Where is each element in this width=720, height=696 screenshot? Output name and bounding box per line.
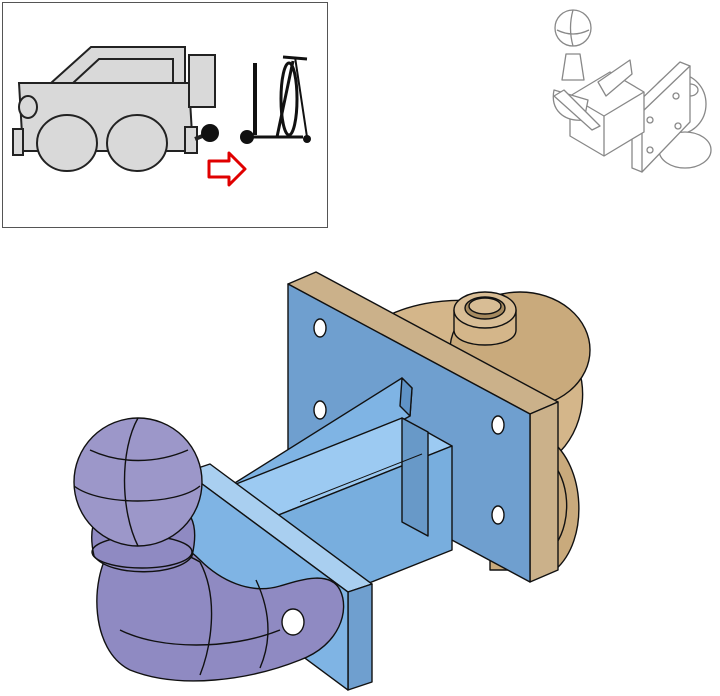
- mounting-hole: [313, 318, 505, 525]
- inset-illustration: [12, 46, 311, 187]
- arrow-right-icon: [207, 151, 247, 187]
- kick-scooter-icon: [240, 55, 311, 144]
- tow-ball-icon: [194, 124, 219, 142]
- tow-hitch-3d-render: [73, 271, 591, 691]
- tow-hitch-line-drawing: [552, 9, 712, 173]
- car-icon: [12, 46, 216, 172]
- inset-panel: [2, 2, 328, 228]
- thumbnail-panel: [540, 0, 720, 178]
- tow-ball: [73, 417, 203, 573]
- main-render: [50, 250, 650, 696]
